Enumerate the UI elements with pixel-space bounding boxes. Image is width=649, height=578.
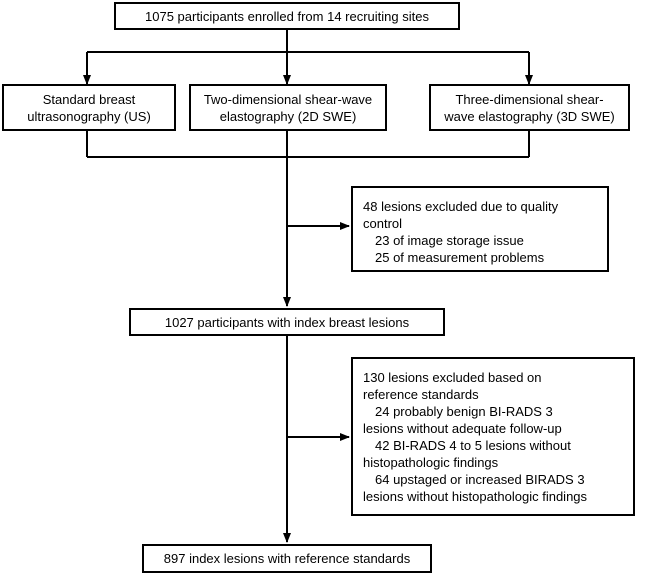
exclusion2-reason1-line2: lesions without adequate follow-up xyxy=(363,421,562,436)
exclusion2-title-line1: 130 lesions excluded based on xyxy=(363,370,542,385)
swe2d-box: Two-dimensional shear-wave elastography … xyxy=(189,84,387,131)
us-text-line1: Standard breast xyxy=(42,91,136,107)
exclusion1-box: 48 lesions excluded due to quality contr… xyxy=(351,186,609,272)
swe3d-box: Three-dimensional shear- wave elastograp… xyxy=(429,84,630,131)
exclusion2-reason1-line1: 24 probably benign BI-RADS 3 xyxy=(375,404,553,419)
final-box: 897 index lesions with reference standar… xyxy=(142,544,432,573)
exclusion2-title-line2: reference standards xyxy=(363,387,479,402)
exclusion1-reason-measurement: 25 of measurement problems xyxy=(375,250,545,265)
exclusion2-box: 130 lesions excluded based on reference … xyxy=(351,357,635,516)
enrolled-box: 1075 participants enrolled from 14 recru… xyxy=(114,2,460,30)
exclusion1-title-line2: control xyxy=(363,216,403,231)
enrolled-text: 1075 participants enrolled from 14 recru… xyxy=(145,8,429,24)
swe3d-text-line1: Three-dimensional shear- xyxy=(455,91,604,107)
exclusion2-reason3-line2: lesions without histopathologic findings xyxy=(363,489,588,504)
exclusion1-title-line1: 48 lesions excluded due to quality xyxy=(363,199,559,214)
exclusion2-reason2-line1: 42 BI-RADS 4 to 5 lesions without xyxy=(375,438,571,453)
swe3d-text-line2: wave elastography (3D SWE) xyxy=(444,108,615,124)
exclusion1-reason-storage: 23 of image storage issue xyxy=(375,233,524,248)
us-box: Standard breast ultrasonography (US) xyxy=(2,84,176,131)
exclusion2-reason3-line1: 64 upstaged or increased BIRADS 3 xyxy=(375,472,585,487)
swe2d-text-line1: Two-dimensional shear-wave xyxy=(203,91,373,107)
us-text-line2: ultrasonography (US) xyxy=(27,108,151,124)
participants-lesions-text: 1027 participants with index breast lesi… xyxy=(164,314,410,330)
swe2d-text-line2: elastography (2D SWE) xyxy=(219,108,357,124)
final-text: 897 index lesions with reference standar… xyxy=(163,551,411,566)
participants-lesions-box: 1027 participants with index breast lesi… xyxy=(129,308,445,336)
exclusion2-reason2-line2: histopathologic findings xyxy=(363,455,499,470)
